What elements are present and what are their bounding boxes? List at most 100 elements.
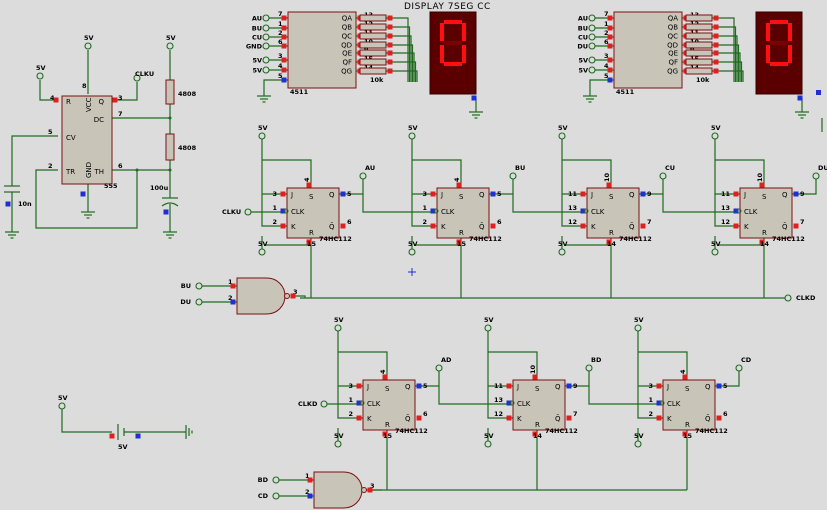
ff-row1-vcc-bottom [408, 248, 416, 256]
ff-row1-vcc-top [711, 132, 719, 140]
pin-marker-low [163, 209, 169, 215]
ff-row2-2-label-j: J [516, 383, 519, 391]
ff-row2-1-label-j: J [366, 383, 369, 391]
pin-marker-high [281, 67, 287, 73]
ff-row2-out-net: CD [741, 356, 752, 364]
pin-marker-high [112, 97, 118, 103]
ff-row1-q-wire [792, 179, 817, 195]
ff-row2-1-part: 74HC112 [395, 427, 428, 435]
pin-marker-high [759, 182, 765, 188]
ff-row1-j-wire [714, 139, 740, 195]
ff-row1-out-terminal [359, 172, 367, 180]
nand-2-pin-a: 1 [305, 472, 310, 480]
decoder-2-control-terminal [588, 56, 596, 64]
ff-row1-4-label-s: S [762, 193, 767, 201]
ff-row2-vcc-bottom [334, 440, 342, 448]
ff-row1-k-wire [714, 194, 740, 227]
pin-marker-low [733, 208, 739, 214]
ff-row1-4-pin-qn-num: 7 [800, 218, 805, 226]
pin-num: 5 [48, 128, 53, 136]
pin-marker-high [387, 59, 393, 65]
wires-layer [11, 17, 817, 497]
decoder-1-seg-wire [386, 52, 415, 82]
pin-marker-low [716, 383, 722, 389]
pin-marker-high [580, 223, 586, 229]
decoder-1-out-label: QC [342, 33, 353, 41]
resistor-r1 [165, 79, 175, 105]
pin-marker-high [109, 433, 115, 439]
nand-1-pin-a: 1 [228, 278, 233, 286]
ff-row1-1-pin-q-num: 5 [347, 190, 352, 198]
ff-row1-3-clk-bubble [583, 208, 589, 214]
decoder-1-seg-wire [386, 70, 418, 82]
ff-row2-1-pin-s-num: 4 [379, 369, 387, 374]
ff-row2-2-pin-q-num: 9 [573, 382, 578, 390]
pin-marker-high [387, 15, 393, 21]
decoder-1-resistor-label: 10k [370, 76, 384, 84]
ff-row1-vcc-bottom [558, 248, 566, 256]
pin-num: 8 [82, 82, 87, 90]
decoder-1-display-segment-c [462, 45, 466, 63]
ff-row2-2-clk-bubble [509, 400, 515, 406]
ff-row2-2-label-r: R [535, 421, 540, 429]
pin-marker-low [430, 208, 436, 214]
ff-row1-4-pin-r-num: 14 [760, 240, 770, 248]
ff-row1-vcc-top [558, 132, 566, 140]
decoder-2-pin-num: 2 [604, 29, 609, 37]
decoder-2-control-net: 5V [578, 57, 588, 65]
vcc-label: 5V [711, 124, 721, 132]
pin-marker-high [340, 223, 346, 229]
decoder-2-part: 4511 [616, 88, 635, 96]
decoder-2-seg-wire [712, 44, 740, 82]
nand-2-pin-out: 3 [370, 482, 375, 490]
pin-marker-high [490, 223, 496, 229]
pin-marker-low [471, 95, 477, 101]
decoder-2-input-net: DU [577, 43, 588, 51]
decoder-1-seg-wire [386, 26, 411, 82]
display-title: DISPLAY 7SEG CC [404, 2, 491, 12]
nand-1-pin-b: 2 [228, 294, 233, 302]
pin-marker-high [430, 191, 436, 197]
pin-marker-high [430, 223, 436, 229]
timing-cap-label: 100u [150, 184, 169, 192]
ff-row2-1-pin-r-num: 15 [383, 432, 393, 440]
vcc-label: 5V [84, 34, 94, 42]
ff-row2-3-label-j: J [666, 383, 669, 391]
pin-marker-low [340, 191, 346, 197]
decoder-2-chip [613, 11, 683, 89]
ff-row1-2-pin-clk-num: 1 [422, 204, 427, 212]
decoder-1-seg-wire [386, 35, 412, 82]
wire-trig-thresh [35, 169, 138, 229]
ff-row1-4-pin-k-num: 12 [721, 218, 730, 226]
ff-row1-2-label-k: K [441, 223, 446, 231]
pin-marker-high [640, 223, 646, 229]
decoder-1-digit-value: 0 [448, 52, 453, 60]
ff-row1-4-label-j: J [743, 191, 746, 199]
pin-marker-low [656, 400, 662, 406]
ff-row2-1-label-qn: Q̄ [405, 414, 411, 423]
pin-marker-high [280, 191, 286, 197]
ff-row2-j-wire [337, 331, 363, 387]
decoder-2-resistor [685, 23, 713, 31]
decoder-1-display-segment-g [444, 41, 462, 45]
nand-1-input-a-terminal [195, 282, 203, 290]
ff-row2-2-label-qn: Q̄ [555, 414, 561, 423]
ff-row2-3-pin-q-num: 5 [723, 382, 728, 390]
ff-row1-r-wire [265, 238, 312, 246]
vcc-label: 5V [58, 394, 68, 402]
ff-row1-3-label-s: S [609, 193, 614, 201]
display-2-ground-marker [816, 90, 821, 95]
decoder-2-display [755, 11, 803, 95]
clkd-input-label: CLKD [298, 400, 318, 408]
pin-marker-high [290, 293, 296, 299]
pin-marker-high [506, 415, 512, 421]
ff-row2-2-label-k: K [517, 415, 522, 423]
wire-reset [39, 80, 58, 101]
decoder-2-pin-num: 1 [604, 20, 609, 28]
ff-row1-3-pin-q-num: 9 [647, 190, 652, 198]
decoder-1-input-net: BU [252, 25, 262, 33]
pin-num: 4 [50, 94, 55, 102]
ff-row2-2-label-s: S [535, 385, 540, 393]
pin-marker-low [580, 208, 586, 214]
ff-row2-3-pin-r-num: 15 [683, 432, 693, 440]
